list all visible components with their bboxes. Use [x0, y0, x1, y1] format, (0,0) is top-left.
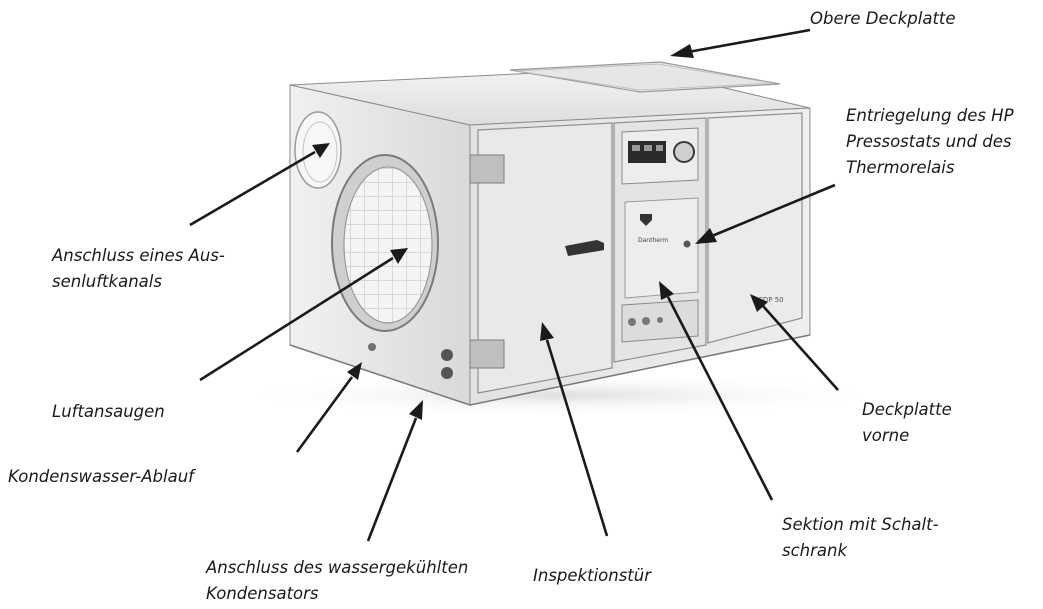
- label-top-panel: Obere Deckplatte: [810, 9, 956, 28]
- top-cover-plate: [509, 61, 781, 93]
- arrow-water-condenser: [366, 400, 423, 542]
- label-front-panel: Deckplatte vorne: [862, 400, 952, 445]
- label-release: Entriegelung des HP Pressostats und des …: [846, 106, 1014, 177]
- front-cover-panel: [707, 112, 803, 344]
- arrow-condensate: [295, 362, 362, 453]
- label-outside-air: Anschluss eines Aus- senluftkanals: [52, 246, 225, 291]
- arrow-control-section: [659, 281, 774, 501]
- reset-button: [683, 240, 691, 248]
- arrow-air-intake: [199, 248, 408, 382]
- door-handle: [565, 240, 604, 256]
- inspection-door: [477, 122, 613, 394]
- arrow-top-panel: [670, 28, 811, 58]
- label-inspection-door: Inspektionstür: [533, 566, 652, 585]
- arrow-inspection-door: [540, 322, 609, 537]
- bottom-hinge: [469, 339, 505, 369]
- label-condensate: Kondenswasser-Ablauf: [8, 467, 194, 486]
- model-badge: CDP 50: [758, 296, 784, 304]
- arrow-release: [695, 183, 836, 244]
- brand-name: Dantherm: [638, 237, 668, 244]
- label-control-section: Sektion mit Schalt- schrank: [782, 515, 939, 560]
- control-dial: [673, 141, 695, 163]
- label-water-condenser: Anschluss des wassergekühlten Kondensato…: [206, 558, 469, 603]
- arrow-outside-air: [189, 143, 330, 227]
- label-air-intake: Luftansaugen: [52, 402, 165, 421]
- air-intake-filter: [343, 166, 433, 324]
- brand-logo-icon: [640, 214, 652, 226]
- control-display: [628, 141, 666, 163]
- top-hinge: [469, 154, 505, 184]
- arrow-front-panel: [750, 294, 839, 391]
